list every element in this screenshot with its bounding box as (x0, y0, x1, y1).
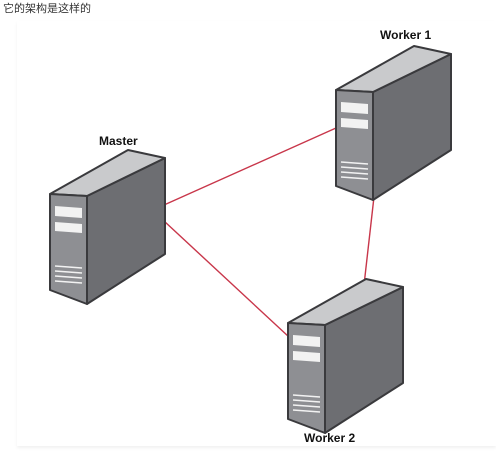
worker1-server-icon-vent-3 (340, 171, 369, 175)
worker1-server-icon-drive-bay-1 (341, 102, 368, 114)
worker1-server-icon-drive-bay-2 (341, 118, 368, 129)
worker2-server-icon-vent-1 (292, 394, 321, 398)
master-server-icon-vent-3 (54, 275, 83, 279)
worker2-server-icon-drive-bay-1 (293, 335, 320, 347)
worker1-server-icon (335, 45, 452, 201)
master-label: Master (99, 134, 138, 148)
master-server-icon-vent-2 (54, 270, 83, 274)
link-worker1-worker2 (363, 187, 376, 286)
worker2-server-icon-drive-bay-2 (293, 351, 320, 362)
master-server-icon (49, 149, 166, 305)
worker2-label: Worker 2 (304, 431, 356, 445)
worker1-label: Worker 1 (380, 28, 432, 42)
link-master-worker2 (163, 220, 290, 338)
worker2-server-icon-vent-4 (292, 409, 321, 413)
link-master-worker1 (163, 127, 337, 206)
worker2-server-icon-vent-2 (292, 399, 321, 403)
section-caption: 它的架构是这样的 (3, 2, 91, 15)
server-nodes (49, 45, 452, 434)
worker1-server-icon-vent-2 (340, 166, 369, 170)
worker2-server-icon (287, 278, 404, 434)
connection-links (163, 127, 376, 338)
master-server-icon-vent-1 (54, 265, 83, 269)
worker1-server-icon-vent-4 (340, 176, 369, 180)
master-server-icon-vent-4 (54, 280, 83, 284)
worker2-server-icon-vent-3 (292, 404, 321, 408)
master-server-icon-drive-bay-2 (55, 222, 82, 233)
worker1-server-icon-vent-1 (340, 161, 369, 165)
master-server-icon-drive-bay-1 (55, 206, 82, 218)
